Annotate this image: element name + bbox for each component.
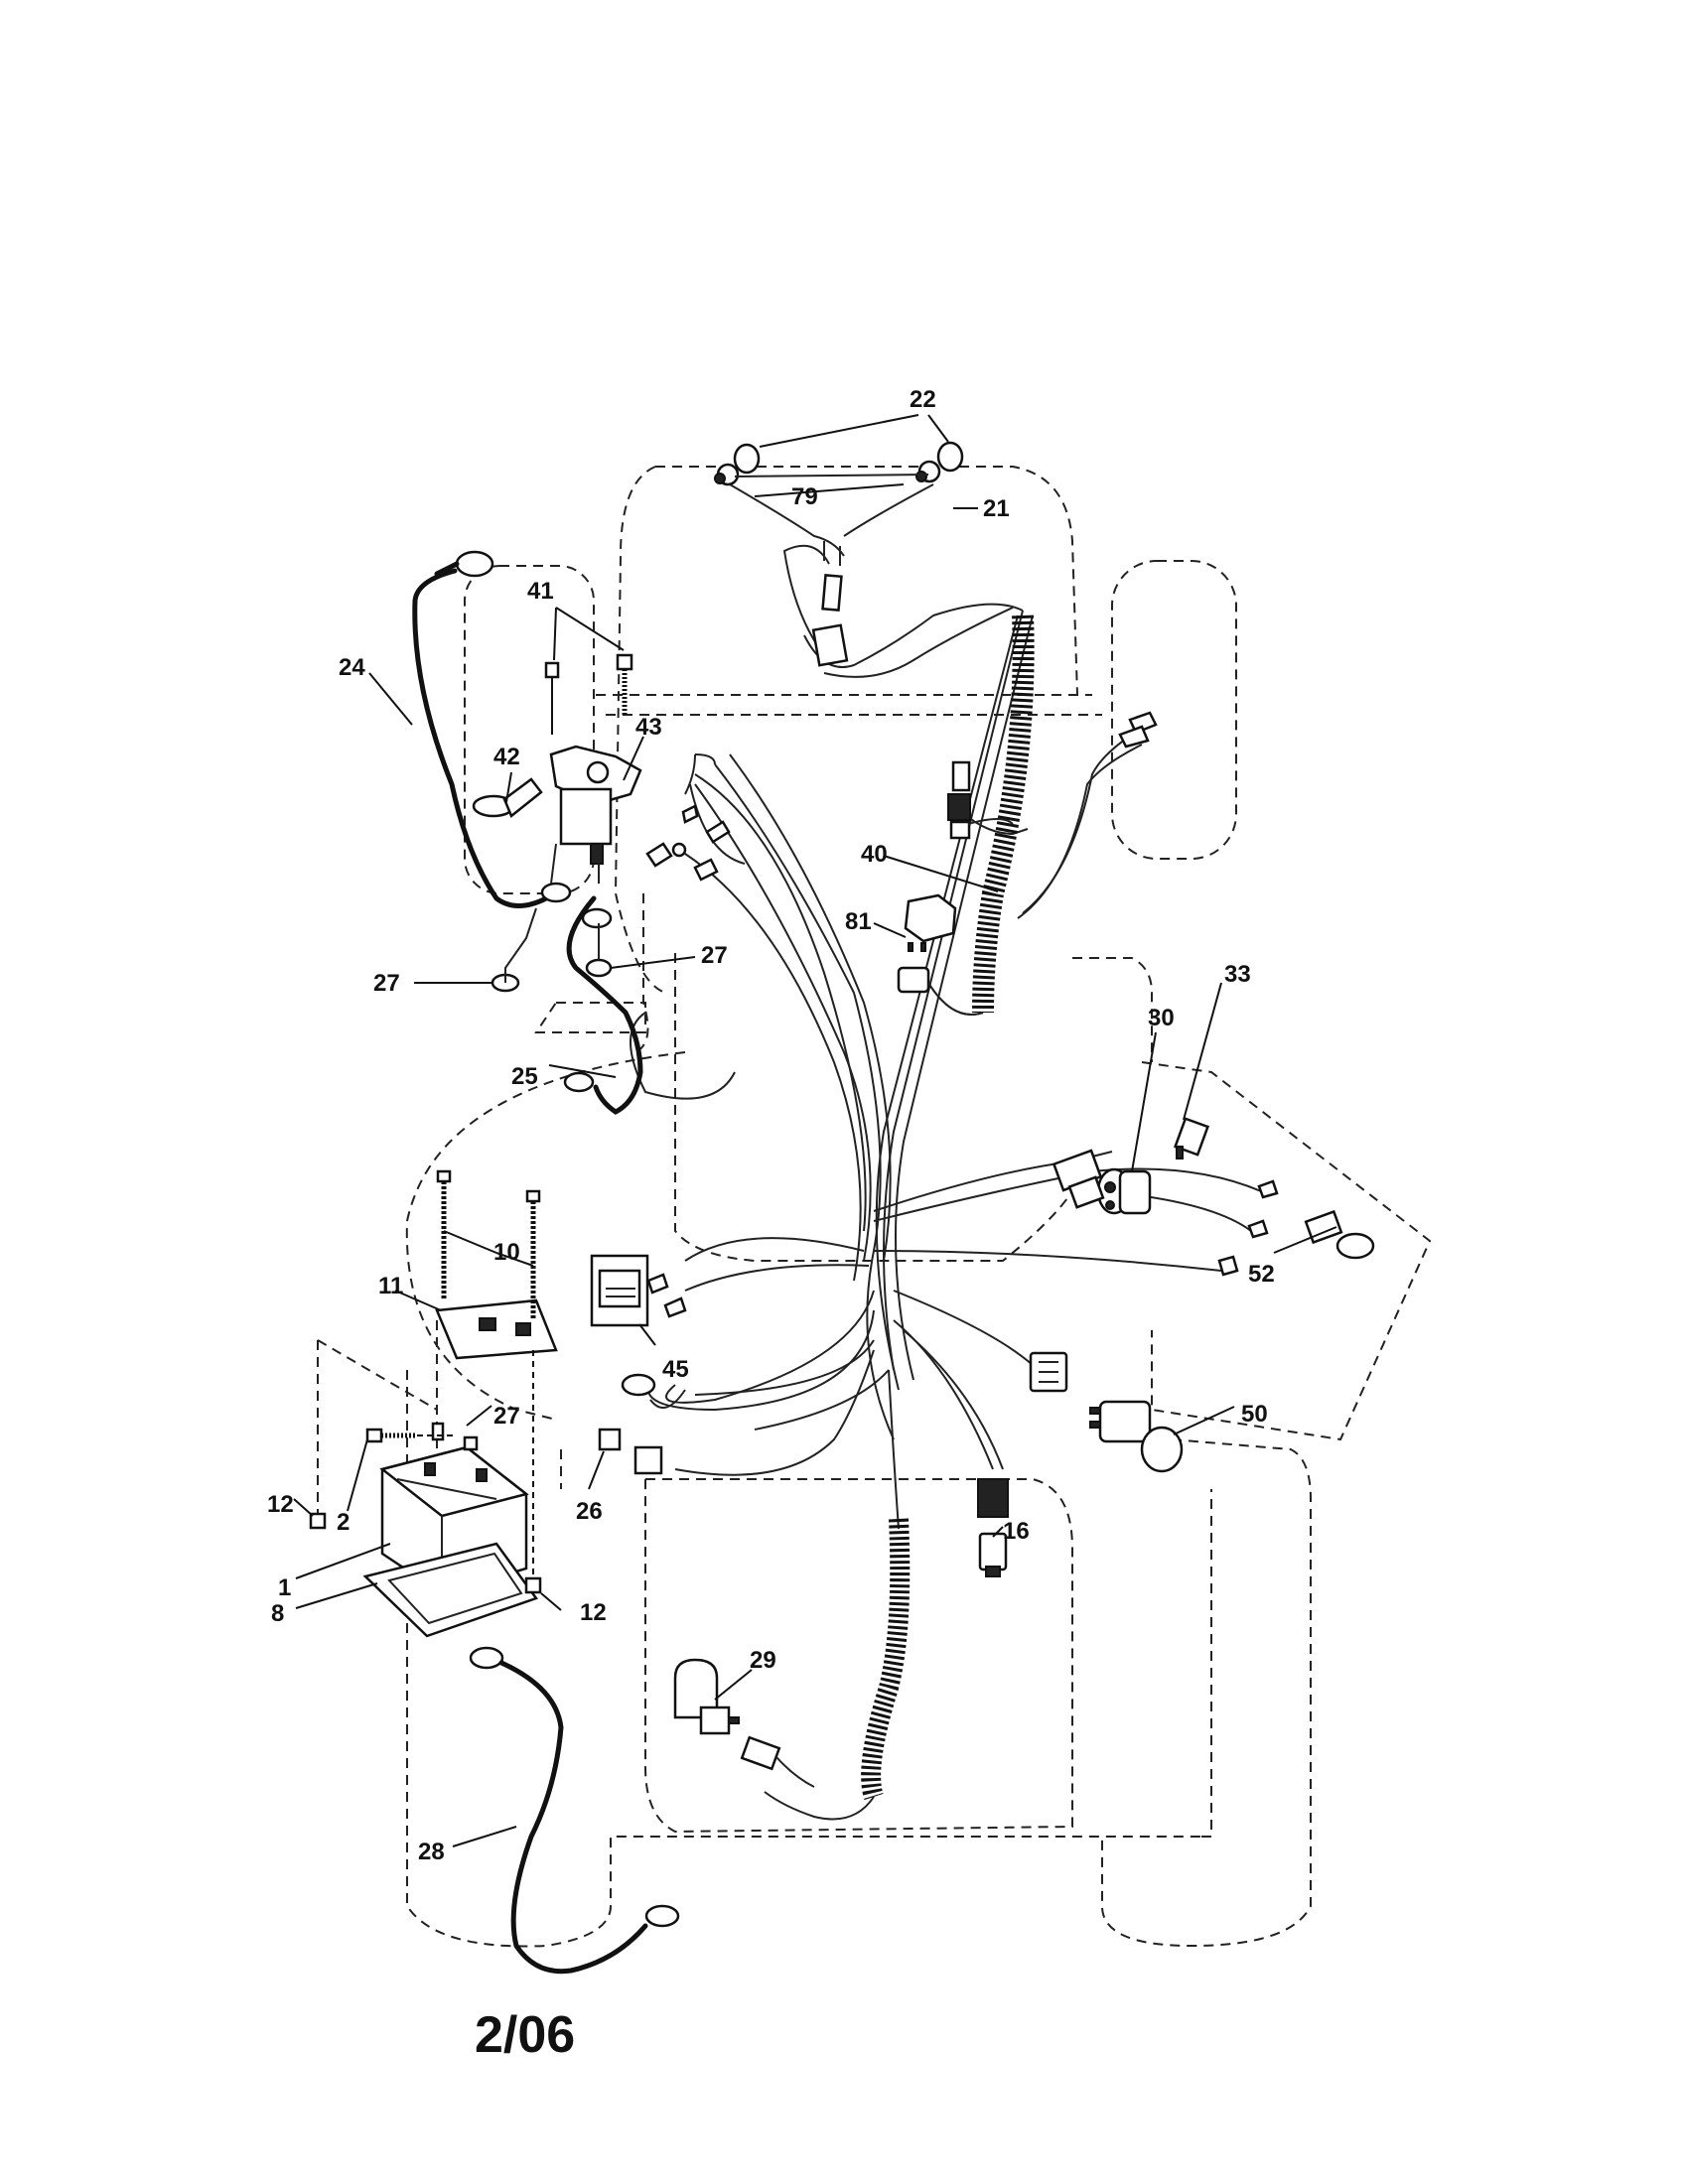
callout-25: 25 <box>511 1063 538 1090</box>
headlight-harness-21 <box>729 474 934 667</box>
battery-holddown-11 <box>435 1298 558 1360</box>
callout-81: 81 <box>845 908 872 935</box>
switch-33 <box>1173 1117 1210 1160</box>
main-harness <box>630 544 1262 1530</box>
terminal-boot-42 <box>472 777 543 819</box>
callout-30: 30 <box>1148 1005 1175 1031</box>
callout-27-left: 27 <box>373 970 400 997</box>
callout-21: 21 <box>983 495 1010 522</box>
callout-33: 33 <box>1224 961 1251 988</box>
battery-bolts-2 <box>365 1422 479 1451</box>
callout-1: 1 <box>278 1574 291 1601</box>
callout-10: 10 <box>493 1239 520 1266</box>
callout-27-battery: 27 <box>493 1403 520 1430</box>
battery-cable-24 <box>412 550 572 908</box>
callout-8: 8 <box>271 1600 284 1627</box>
callout-41: 41 <box>527 578 554 605</box>
j-bolts-10 <box>436 1169 541 1320</box>
bolt-41b <box>616 653 633 715</box>
terminal-connectors-center <box>645 753 731 882</box>
harness-connector-mid-right <box>1052 1149 1279 1277</box>
nut-12-right <box>524 1350 542 1594</box>
callout-26: 26 <box>576 1498 603 1525</box>
callout-16: 16 <box>1003 1518 1030 1545</box>
switch-50 <box>1089 1400 1184 1473</box>
callout-12-left: 12 <box>267 1491 294 1518</box>
nut-27-left <box>491 907 537 993</box>
cable-25 <box>563 895 643 1115</box>
callout-45: 45 <box>662 1356 689 1383</box>
harness-connector-upper <box>947 760 1014 840</box>
headlight-left <box>714 443 761 486</box>
callout-12-right: 12 <box>580 1599 607 1626</box>
ignition-switch-30 <box>1096 1167 1152 1215</box>
tractor-outline <box>317 466 1432 1948</box>
ground-terminal <box>621 1373 656 1397</box>
callout-42: 42 <box>493 744 520 770</box>
callout-27-right: 27 <box>701 942 728 969</box>
relay-81 <box>897 893 984 1016</box>
light-52 <box>1304 1209 1375 1260</box>
nut-12-left <box>309 1512 327 1530</box>
callout-50: 50 <box>1241 1401 1268 1428</box>
coil-harness-40 <box>972 614 1035 1014</box>
nut-27-right <box>585 923 613 978</box>
callout-24: 24 <box>339 654 365 681</box>
callout-29: 29 <box>750 1647 776 1674</box>
callout-2: 2 <box>337 1509 350 1536</box>
pto-clutch-29 <box>673 1658 815 1788</box>
callout-22: 22 <box>910 386 936 413</box>
callout-52: 52 <box>1248 1261 1275 1288</box>
callout-11: 11 <box>378 1273 403 1299</box>
starter-solenoid-43 <box>549 745 642 885</box>
leader-lines <box>293 414 1337 1847</box>
callout-43: 43 <box>635 714 662 741</box>
bolt-41a <box>544 661 560 735</box>
callout-28: 28 <box>418 1839 445 1865</box>
callout-79: 79 <box>791 483 818 510</box>
coil-harness-rear <box>764 1518 911 1821</box>
battery-cable-28 <box>469 1646 680 1975</box>
date-code: 2/06 <box>475 2006 576 2064</box>
terminal-right-upper <box>1118 711 1158 749</box>
connector-16 <box>977 1478 1009 1577</box>
callout-40: 40 <box>861 841 888 868</box>
callout-labels: 22 79 21 41 24 43 42 40 81 27 27 25 33 3… <box>267 386 1275 1865</box>
headlight-right <box>915 441 964 483</box>
fuse-26 <box>598 1428 663 1475</box>
hour-meter-45 <box>590 1254 687 1327</box>
connector-multipin <box>1029 1351 1068 1393</box>
battery-tray-8 <box>362 1542 539 1638</box>
